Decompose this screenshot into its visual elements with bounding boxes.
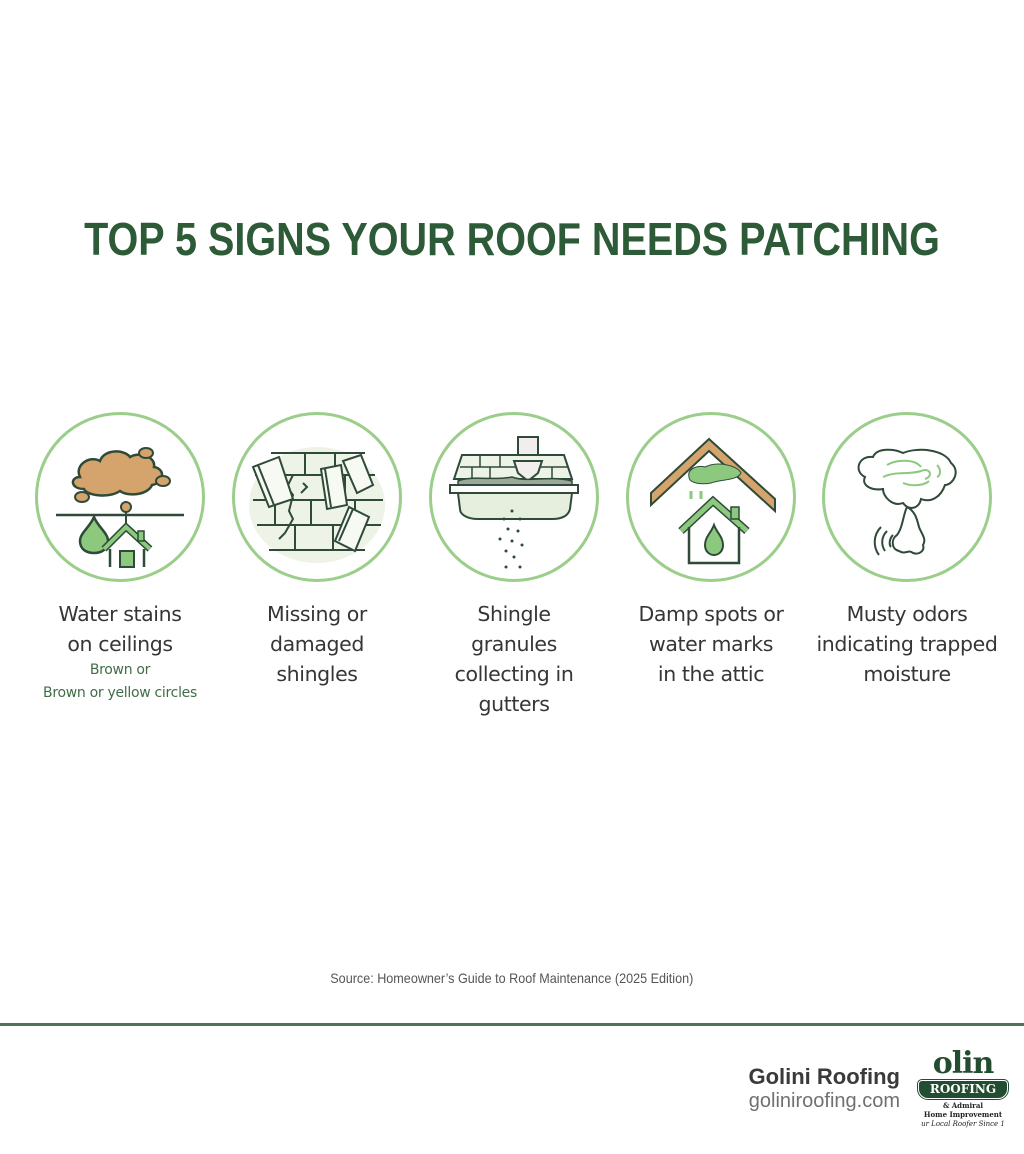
company-name: Golini Roofing xyxy=(748,1064,900,1089)
logo-line1: & Admiral xyxy=(942,1101,984,1110)
sign-label: Water stains on ceilings xyxy=(22,599,218,659)
label-line: Musty odors xyxy=(846,602,968,626)
company-logo: olin ROOFING & Admiral Home Improvement … xyxy=(917,1046,1009,1132)
sublabel-line: Brown or yellow circles xyxy=(43,685,197,701)
label-line: Damp spots or xyxy=(638,602,784,626)
sign-card-attic-damp: Damp spots or water marks in the attic xyxy=(613,412,809,689)
sign-label: Missing or damaged shingles xyxy=(219,599,415,689)
sign-card-damaged-shingles: Missing or damaged shingles xyxy=(219,412,415,689)
logo-banner: ROOFING xyxy=(917,1079,1009,1100)
logo-wordmark: olin xyxy=(932,1046,995,1081)
label-line: moisture xyxy=(863,662,951,686)
label-line: in the attic xyxy=(657,662,765,686)
brand-block: Golini Roofing goliniroofing.com xyxy=(748,1064,900,1112)
label-line: Water stains xyxy=(58,602,182,626)
sign-sublabel: Brown or Brown or yellow circles xyxy=(22,659,218,705)
damaged-shingles-icon xyxy=(249,447,385,563)
label-line: gutters xyxy=(478,692,550,716)
logo-tagline: ur Local Roofer Since 1 xyxy=(921,1120,1005,1128)
water-stain-icon xyxy=(56,447,184,568)
logo-line2: Home Improvement xyxy=(923,1110,1003,1119)
label-line: collecting in xyxy=(454,662,574,686)
sign-card-shingle-granules: Shingle granules collecting in gutters xyxy=(416,412,612,719)
company-website[interactable]: goliniroofing.com xyxy=(748,1090,900,1112)
gutter-granules-icon xyxy=(449,436,579,569)
source-citation: Source: Homeowner’s Guide to Roof Mainte… xyxy=(330,970,694,986)
label-line: indicating trapped xyxy=(816,632,998,656)
label-line: granules xyxy=(471,632,557,656)
attic-damp-icon xyxy=(650,437,776,565)
icon-circle xyxy=(429,412,599,582)
icon-circle xyxy=(35,412,205,582)
icon-circle xyxy=(232,412,402,582)
sublabel-line: Brown or xyxy=(89,662,151,678)
label-line: water marks xyxy=(648,632,774,656)
sign-card-water-stains: Water stains on ceilings Brown or Brown … xyxy=(22,412,218,705)
icon-circle xyxy=(822,412,992,582)
label-line: on ceilings xyxy=(67,632,173,656)
sign-label: Musty odors indicating trapped moisture xyxy=(809,599,1005,689)
label-line: damaged xyxy=(270,632,364,656)
sign-card-musty-odors: Musty odors indicating trapped moisture xyxy=(809,412,1005,689)
sign-label: Shingle granules collecting in gutters xyxy=(416,599,612,719)
musty-odor-icon xyxy=(857,448,957,556)
sign-label: Damp spots or water marks in the attic xyxy=(613,599,809,689)
label-line: shingles xyxy=(276,662,358,686)
label-line: Shingle xyxy=(477,602,551,626)
icon-circle xyxy=(626,412,796,582)
footer-divider xyxy=(0,1023,1024,1026)
page-title: TOP 5 SIGNS YOUR ROOF NEEDS PATCHING xyxy=(84,213,940,265)
label-line: Missing or xyxy=(267,602,367,626)
